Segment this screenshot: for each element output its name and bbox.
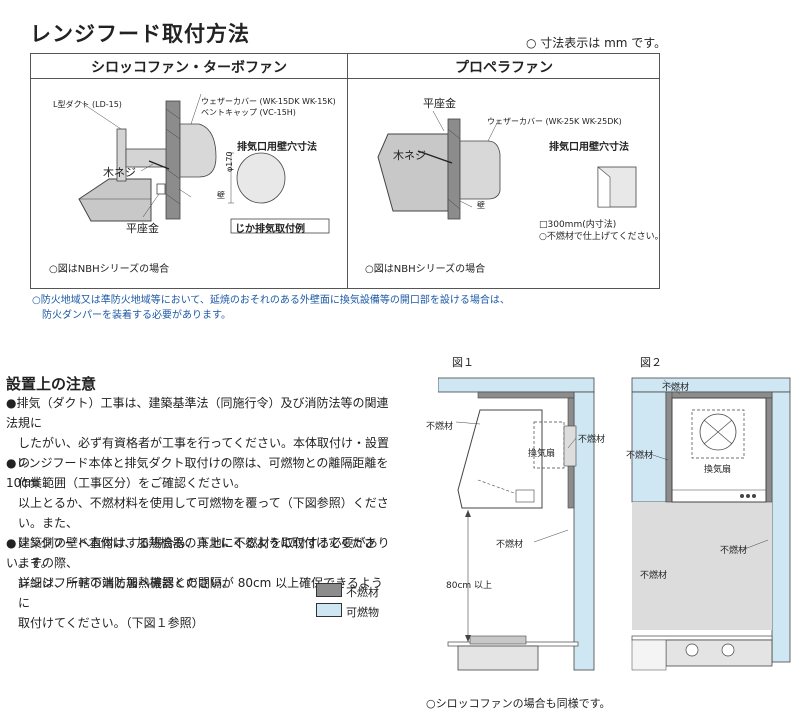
fig2-nonflam-c: 不燃材 (720, 546, 748, 556)
fig1-nonflam-b: 不燃材 (578, 435, 606, 445)
sirocco-install-diagram (78, 93, 330, 234)
legend-swatch-nonflammable (316, 583, 342, 597)
figure-1-diagram (418, 370, 595, 671)
para3-line-1: ●レンジフード本体は、加熱機器の真上にくるように取付けてください。その際、 (6, 536, 376, 570)
page-title: レンジフード取付方法 (30, 22, 250, 46)
install-title: 設置上の注意 (6, 375, 97, 393)
wall-label: 壁 (217, 191, 225, 200)
box-header-line (31, 78, 659, 79)
nbh-note-right: ○図はNBHシリーズの場合 (365, 264, 486, 275)
fig1-nonflam-c: 不燃材 (496, 540, 524, 550)
vent-cap-label: ベントキャップ (VC-15H) (201, 108, 296, 117)
install-paragraph-1: ●排気（ダクト）工事は、建築基準法（同施行令）及び消防法等の関連法規に したがい… (6, 393, 390, 493)
para1-line-2: したがい、必ず有資格者が工事を行ってください。本体取付け・設置の (18, 436, 390, 470)
fig2-nonflam-a: 不燃材 (662, 383, 690, 393)
nonflam-note-right: ○不燃材で仕上げてください。 (539, 232, 664, 242)
install-paragraph-2: ●レンジフード本体と排気ダクト取付けの際は、可燃物との離隔距離を10cm 以上と… (6, 453, 390, 593)
fig2-vent-fan: 換気扇 (704, 465, 732, 475)
fire-note-line-2: 防火ダンパーを装着する必要があります。 (42, 310, 231, 321)
hole-dim: φ170 (225, 151, 234, 172)
hole-title: 排気口用壁穴寸法 (237, 142, 317, 153)
fig2-nonflam-b: 不燃材 (626, 451, 654, 461)
flat-base-label: 平座金 (126, 222, 159, 235)
unit-note: ○ 寸法表示は mm です。 (526, 36, 667, 50)
figure-2-diagram (631, 377, 791, 671)
fig2-title: 図２ (640, 356, 662, 369)
para2-line-3: 建築側の壁へ直付けする場合も、下地に不燃材を取付する必要があります。 (18, 536, 390, 570)
bottom-note: ○シロッコファンの場合も同様です。 (426, 697, 611, 710)
direct-exhaust-label: じか排気取付例 (235, 224, 305, 235)
duct-label: L型ダクト (LD-15) (53, 100, 122, 109)
hole-title-right: 排気口用壁穴寸法 (549, 142, 629, 153)
para2-line-1: ●レンジフード本体と排気ダクト取付けの際は、可燃物との離隔距離を10cm (6, 456, 389, 490)
legend-swatch-flammable (316, 603, 342, 617)
weather-cover-label: ウェザーカバー (WK-15DK WK-15K) (201, 97, 336, 106)
fig2-nonflam-d: 不燃材 (640, 571, 668, 581)
propeller-install-diagram (377, 110, 637, 220)
right-panel-heading: プロペラファン (455, 60, 553, 76)
para2-line-2: 以上とるか、不燃材料を使用して可燃物を覆って（下図参照）ください。また、 (18, 496, 389, 530)
nbh-note-left: ○図はNBHシリーズの場合 (49, 264, 170, 275)
fire-damper-note: ○防火地域又は準防火地域等において、延焼のおそれのある外壁面に換気設備等の開口部… (32, 293, 510, 323)
wood-screw-label-right: 木ネジ (393, 149, 426, 162)
left-panel-heading: シロッコファン・ターボファン (91, 60, 287, 76)
install-paragraph-3: ●レンジフード本体は、加熱機器の真上にくるように取付けてください。その際、 レン… (6, 533, 390, 633)
legend-label-flammable: 可燃物 (346, 606, 379, 619)
fire-note-line-1: ○防火地域又は準防火地域等において、延焼のおそれのある外壁面に換気設備等の開口部… (32, 295, 510, 306)
para3-line-3: 取付けてください。（下図１参照） (18, 616, 204, 630)
wood-screw-label: 木ネジ (103, 166, 136, 179)
installation-box: シロッコファン・ターボファン プロペラファン L型ダ (30, 53, 664, 289)
weather-cover-label-right: ウェザーカバー (WK-25K WK-25DK) (487, 117, 622, 126)
para2-line-4: 詳細は、所轄の消防署へ確認ください。 (18, 576, 235, 590)
fig1-title: 図１ (452, 356, 474, 369)
legend-label-nonflammable: 不燃材 (346, 586, 379, 599)
fig1-nonflam-a: 不燃材 (426, 422, 454, 432)
fig1-vent-fan: 換気扇 (528, 449, 556, 459)
box-divider (347, 54, 348, 288)
para3-line-2: レンジフード下端と加熱機器との間隔が 80cm 以上確保できるように (18, 576, 383, 610)
fig1-distance: 80cm 以上 (446, 581, 493, 591)
hole-dim-right: □300mm(内寸法) (539, 220, 617, 230)
para1-line-3: 作業範囲（工事区分）をご確認ください。 (18, 476, 247, 490)
wall-label-right: 壁 (477, 201, 485, 210)
flat-base-label-right: 平座金 (423, 97, 456, 110)
para1-line-1: ●排気（ダクト）工事は、建築基準法（同施行令）及び消防法等の関連法規に (6, 396, 389, 430)
